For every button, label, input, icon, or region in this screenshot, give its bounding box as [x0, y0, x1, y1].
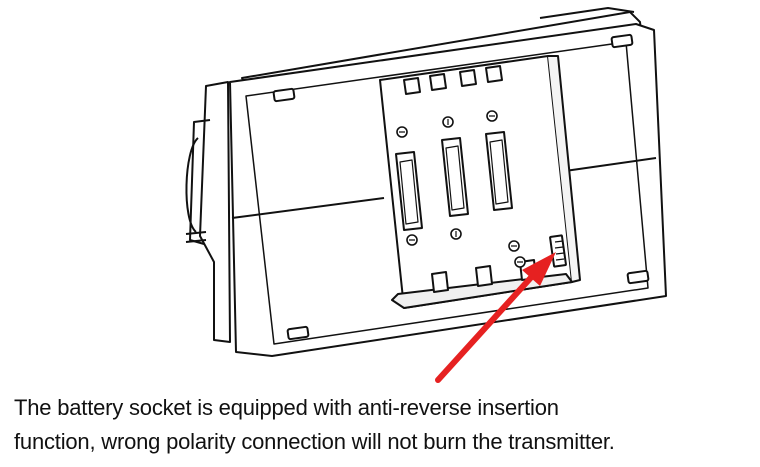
caption-line-2: function, wrong polarity connection will…	[14, 429, 615, 454]
battery-compartment	[379, 55, 581, 309]
caption-line-1: The battery socket is equipped with anti…	[14, 395, 559, 420]
indicator-arrow	[435, 252, 556, 383]
